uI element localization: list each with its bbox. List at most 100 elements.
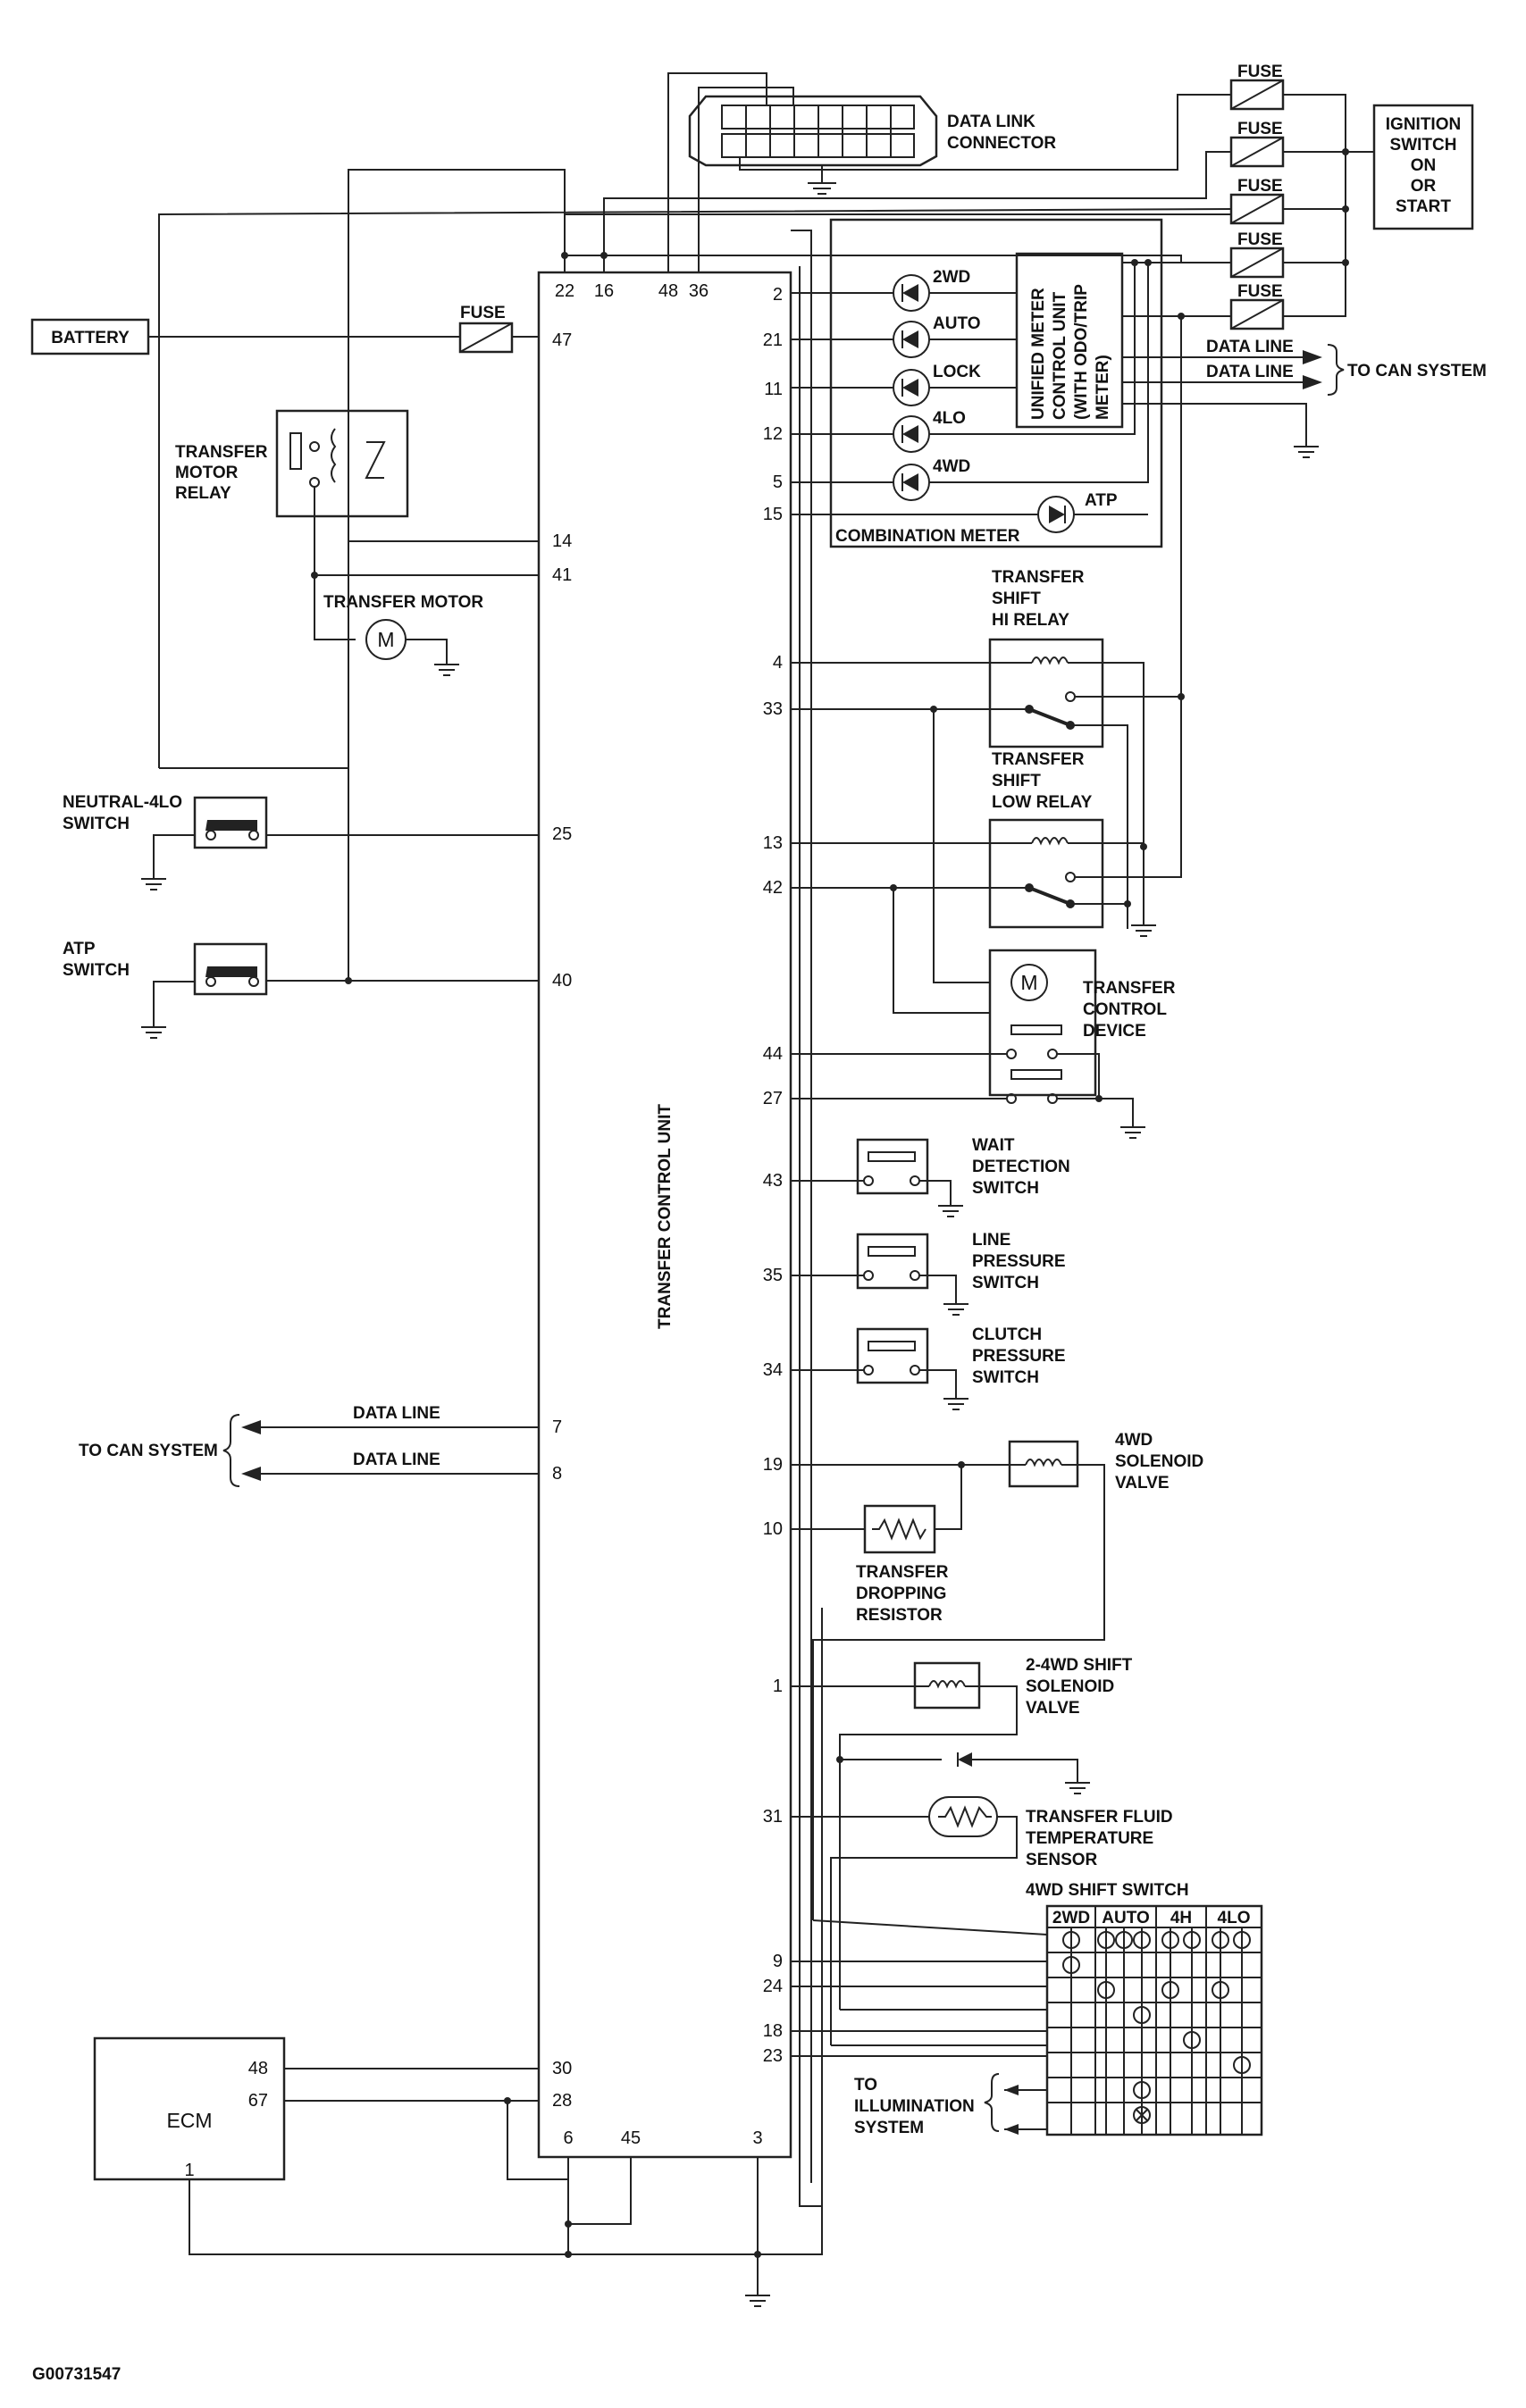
fluid-temp-label-3: SENSOR: [1026, 1851, 1098, 1869]
pin-left-47: 47: [552, 330, 572, 350]
line-pressure-switch: [791, 1233, 968, 1316]
ecm-pin-48: 48: [248, 2059, 268, 2078]
ignition-label-5: START: [1396, 197, 1451, 216]
unified-meter-3: (WITH ODO/TRIP: [1072, 284, 1091, 420]
pin-right-5: 5: [773, 472, 783, 492]
clutch-switch-label-3: SWITCH: [972, 1368, 1039, 1387]
resistor-label-3: RESISTOR: [856, 1606, 943, 1625]
hi-relay-box: [988, 638, 1104, 748]
relay-label-3: RELAY: [175, 484, 231, 503]
pin-right-21: 21: [763, 330, 783, 350]
fuse-label-2: FUSE: [1237, 120, 1283, 138]
ecm-pin-1: 1: [184, 2161, 194, 2180]
unified-meter-1: UNIFIED METER: [1029, 288, 1048, 420]
shift-col-auto: AUTO: [1102, 1909, 1149, 1927]
fuse-label-4: FUSE: [1237, 230, 1283, 249]
pin-bottom-3: 3: [752, 2128, 762, 2148]
pin-right-19: 19: [763, 1455, 783, 1475]
combination-meter-label: COMBINATION METER: [835, 527, 1020, 546]
ecm-label: ECM: [166, 2109, 212, 2132]
shift-switch-title: 4WD SHIFT SWITCH: [1026, 1881, 1189, 1900]
led-label-4lo: 4LO: [933, 409, 966, 428]
pin-right-31: 31: [763, 1807, 783, 1827]
pin-right-43: 43: [763, 1171, 783, 1191]
right-can-system: TO CAN SYSTEM: [1347, 362, 1487, 380]
shift-switch-table: [1045, 1904, 1263, 2136]
transfer-motor-relay-box: [275, 409, 409, 518]
shift-solenoid-label-2: SOLENOID: [1026, 1677, 1114, 1696]
pin-right-24: 24: [763, 1977, 783, 1996]
neutral-switch-label-1: NEUTRAL-4LO: [63, 793, 182, 812]
resistor-label-1: TRANSFER: [856, 1563, 949, 1582]
neutral-4lo-switch: [193, 796, 268, 849]
illumination-label-3: SYSTEM: [854, 2119, 924, 2137]
ecm-pin-67: 67: [248, 2091, 268, 2111]
pin-right-4: 4: [773, 653, 783, 673]
shift-col-4h: 4H: [1170, 1909, 1192, 1927]
tcu-label: TRANSFER CONTROL UNIT: [656, 1104, 675, 1329]
low-relay-label-3: LOW RELAY: [992, 793, 1093, 812]
transfer-control-unit-box: [537, 271, 792, 2159]
illumination-label-2: ILLUMINATION: [854, 2097, 975, 2116]
solenoid-4wd-label-3: VALVE: [1115, 1474, 1170, 1492]
transfer-control-device-box: [988, 949, 1097, 1097]
dlc-label-2: CONNECTOR: [947, 134, 1056, 153]
shift-col-2wd: 2WD: [1052, 1909, 1090, 1927]
led-label-2wd: 2WD: [933, 268, 970, 287]
pin-right-11: 11: [764, 380, 783, 399]
pin-right-18: 18: [763, 2021, 783, 2041]
control-device-label-1: TRANSFER: [1083, 979, 1176, 998]
pin-top-16: 16: [594, 281, 614, 301]
left-data-line-2: DATA LINE: [353, 1451, 440, 1469]
shift-solenoid-label-1: 2-4WD SHIFT: [1026, 1656, 1133, 1675]
atp-switch: [193, 942, 268, 996]
ignition-label-4: OR: [1411, 177, 1437, 196]
transfer-motor-m: M: [377, 628, 394, 651]
unified-meter-4: METER): [1094, 355, 1112, 420]
hi-relay-label-3: HI RELAY: [992, 611, 1069, 630]
battery-fuse-label: FUSE: [460, 304, 506, 322]
battery-label: BATTERY: [51, 329, 130, 347]
transfer-motor-label: TRANSFER MOTOR: [323, 593, 483, 612]
wait-switch-label-1: WAIT: [972, 1136, 1015, 1155]
control-device-motor: [1010, 964, 1048, 1001]
fuse-label-5: FUSE: [1237, 282, 1283, 301]
illumination-label-1: TO: [854, 2076, 877, 2094]
ignition-label-1: IGNITION: [1386, 115, 1461, 134]
wait-switch-label-3: SWITCH: [972, 1179, 1039, 1198]
relay-coil: [289, 170, 386, 488]
neutral-switch-label-2: SWITCH: [63, 815, 130, 833]
line-switch-label-3: SWITCH: [972, 1274, 1039, 1292]
low-relay-box: [988, 818, 1104, 929]
dlc-label-1: DATA LINK: [947, 113, 1036, 131]
clutch-switch-label-2: PRESSURE: [972, 1347, 1066, 1366]
hi-relay-label-2: SHIFT: [992, 589, 1041, 608]
pin-left-28: 28: [552, 2091, 572, 2111]
control-device-label-2: CONTROL: [1083, 1000, 1167, 1019]
pin-bottom-6: 6: [563, 2128, 573, 2148]
pin-right-44: 44: [763, 1044, 783, 1064]
fluid-temp-label-1: TRANSFER FLUID: [1026, 1808, 1173, 1827]
led-label-auto: AUTO: [933, 314, 980, 333]
pin-right-10: 10: [763, 1519, 783, 1539]
clutch-switch-label-1: CLUTCH: [972, 1325, 1042, 1344]
unified-meter-2: CONTROL UNIT: [1051, 291, 1069, 420]
resistor-label-2: DROPPING: [856, 1584, 946, 1603]
atp-switch-label-2: SWITCH: [63, 961, 130, 980]
pin-right-13: 13: [763, 833, 783, 853]
hi-relay-label-1: TRANSFER: [992, 568, 1085, 587]
pin-left-14: 14: [552, 531, 572, 551]
line-switch-label-1: LINE: [972, 1231, 1010, 1250]
solenoid-4wd-label-1: 4WD: [1115, 1431, 1153, 1450]
fuse-label-3: FUSE: [1237, 177, 1283, 196]
right-data-line-1: DATA LINE: [1206, 338, 1294, 356]
pin-left-40: 40: [552, 971, 572, 991]
low-relay-label-1: TRANSFER: [992, 750, 1085, 769]
figure-code: G00731547: [32, 2365, 121, 2384]
pin-right-2: 2: [773, 285, 783, 305]
atp-switch-label-1: ATP: [63, 940, 96, 958]
relay-label-2: MOTOR: [175, 464, 239, 482]
top-wires: [158, 72, 1232, 768]
